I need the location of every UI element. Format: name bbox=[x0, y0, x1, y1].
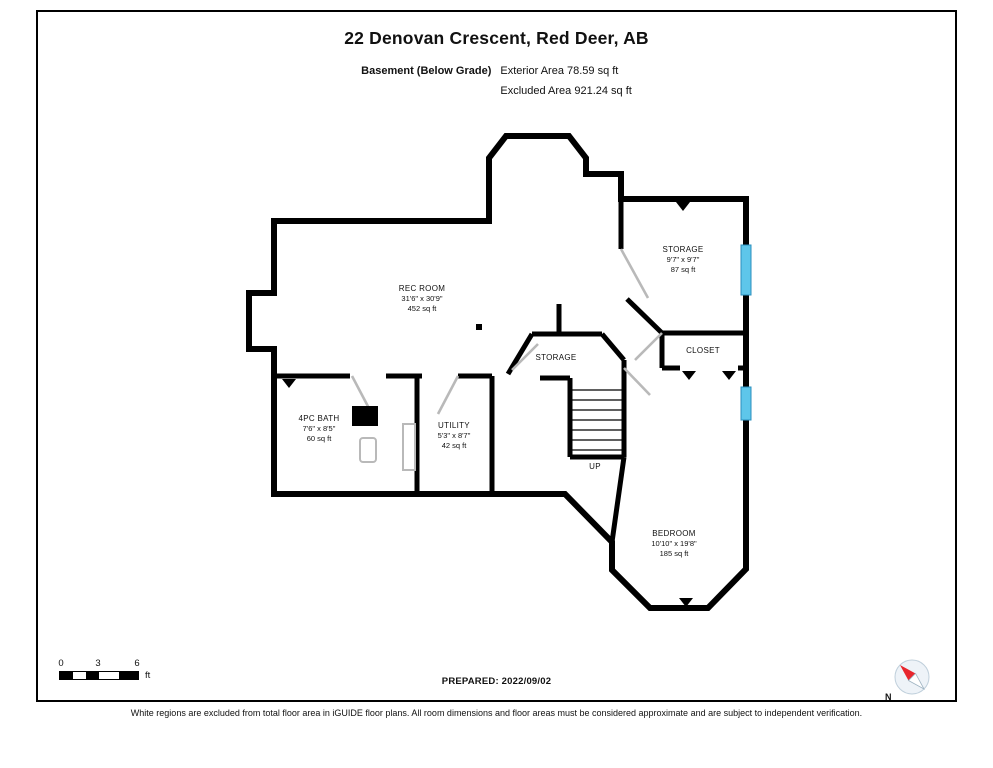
scale-seg-2 bbox=[73, 672, 86, 679]
stairs-up-label: UP bbox=[589, 462, 601, 471]
compass-north-label: N bbox=[885, 692, 892, 702]
bedroom-area: 185 sq ft bbox=[660, 549, 690, 558]
storage-dims: 9'7" x 9'7" bbox=[667, 255, 700, 264]
closet-name: CLOSET bbox=[686, 346, 720, 355]
direction-arrows bbox=[282, 202, 736, 607]
utility-name: UTILITY bbox=[438, 421, 470, 430]
bath-vanity-fixture bbox=[352, 406, 378, 426]
storage-name: STORAGE bbox=[662, 245, 703, 254]
floor-plan: REC ROOM 31'6" x 30'9" 452 sq ft STORAGE… bbox=[246, 133, 752, 611]
rec-room-dims: 31'6" x 30'9" bbox=[401, 294, 442, 303]
disclaimer-text: White regions are excluded from total fl… bbox=[130, 708, 863, 718]
prepared-date: PREPARED: 2022/09/02 bbox=[441, 676, 552, 687]
utility-fixture bbox=[402, 423, 416, 471]
area-summary: Exterior Area 78.59 sq ft Excluded Area … bbox=[500, 64, 631, 104]
scale-three: 3 bbox=[95, 658, 101, 669]
bedroom-dims: 10'10" x 19'8" bbox=[651, 539, 697, 548]
excluded-area-text: Excluded Area 921.24 sq ft bbox=[500, 85, 632, 97]
arrow-bath-door bbox=[282, 379, 296, 388]
bath-dims: 7'6" x 8'5" bbox=[303, 424, 336, 433]
border-frame: 22 Denovan Crescent, Red Deer, AB Baseme… bbox=[36, 10, 957, 702]
scale-seg-3 bbox=[86, 672, 99, 679]
utility-area: 42 sq ft bbox=[442, 441, 468, 450]
support-post bbox=[476, 324, 482, 330]
utility-dims: 5'3" x 8'7" bbox=[438, 431, 471, 440]
rec-room-area: 452 sq ft bbox=[408, 304, 438, 313]
rec-room-name: REC ROOM bbox=[399, 284, 445, 293]
compass-needle-north bbox=[899, 664, 916, 681]
floor-subtitle: Basement (Below Grade) Exterior Area 78.… bbox=[38, 64, 955, 104]
compass: N bbox=[885, 656, 935, 702]
scale-seg-5 bbox=[118, 672, 138, 679]
floor-label: Basement (Below Grade) bbox=[361, 65, 492, 77]
bath-area: 60 sq ft bbox=[307, 434, 333, 443]
scale-seg-1 bbox=[60, 672, 73, 679]
arrow-closet-right bbox=[722, 371, 736, 380]
scale-six: 6 bbox=[134, 658, 140, 669]
scale-bar-strip bbox=[59, 671, 139, 680]
arrow-bedroom-window bbox=[679, 598, 693, 607]
stair-treads bbox=[572, 389, 622, 451]
storage-small-name: STORAGE bbox=[535, 353, 576, 362]
door-swing-lines bbox=[350, 248, 663, 415]
interior-walls bbox=[274, 199, 746, 543]
page-title: 22 Denovan Crescent, Red Deer, AB bbox=[344, 28, 649, 48]
bath-toilet-fixture bbox=[359, 437, 377, 463]
bath-name: 4PC BATH bbox=[299, 414, 340, 423]
scale-zero: 0 bbox=[58, 658, 64, 669]
compass-needle-south bbox=[907, 672, 926, 691]
bedroom-name: BEDROOM bbox=[652, 529, 695, 538]
arrow-closet-left bbox=[682, 371, 696, 380]
storage-area: 87 sq ft bbox=[671, 265, 697, 274]
window-marker-hall bbox=[740, 386, 752, 421]
window-marker-storage bbox=[740, 244, 752, 296]
compass-icon bbox=[894, 659, 930, 695]
arrow-storage-door bbox=[676, 202, 690, 211]
scale-unit: ft bbox=[145, 670, 151, 681]
scale-bar: 0 3 6 ft bbox=[58, 658, 169, 694]
exterior-area-text: Exterior Area 78.59 sq ft bbox=[500, 65, 619, 77]
scale-seg-4 bbox=[99, 672, 119, 679]
